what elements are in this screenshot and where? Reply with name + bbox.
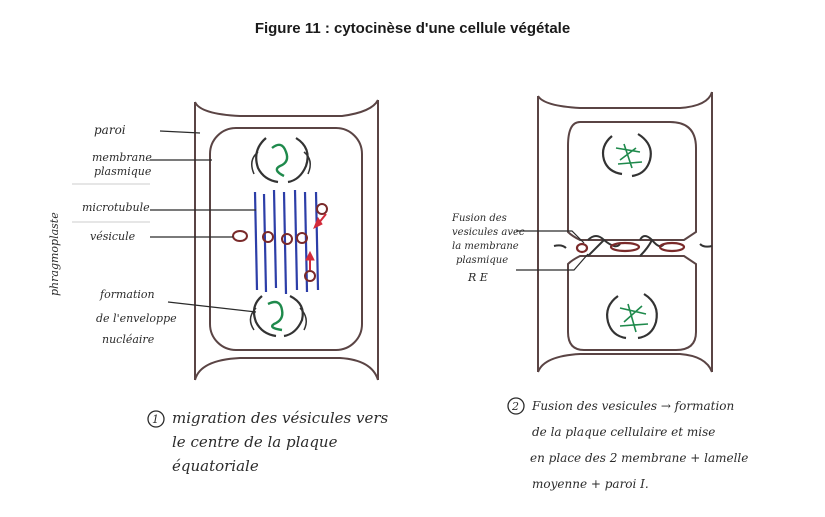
caption-line3: en place des 2 membrane + lamelle <box>530 451 748 465</box>
label-paroi: paroi <box>94 123 126 137</box>
label-vesicule: vésicule <box>90 230 136 243</box>
left-bottom-chromatin <box>267 300 284 332</box>
arrow-head <box>305 250 315 261</box>
left-label-pointers <box>72 130 257 313</box>
arrow-head <box>313 216 323 230</box>
right-bottom-chromatin <box>619 303 649 333</box>
right-top-nucleus <box>601 133 652 178</box>
formation-pointer <box>167 301 257 313</box>
label-phragmoplaste: phragmoplaste <box>48 212 61 296</box>
left-microtubules <box>253 189 320 295</box>
caption-line2: le centre de la plaque <box>172 433 338 451</box>
label-microtubule: microtubule <box>82 201 150 214</box>
caption-line2: de la plaque cellulaire et mise <box>532 425 715 439</box>
microtubule-line <box>262 193 268 293</box>
vesicle <box>232 230 248 242</box>
right-bottom-nucleus <box>606 293 658 340</box>
right-label-pointers <box>516 230 589 271</box>
caption-line1: Fusion des vesicules → formation <box>531 399 734 413</box>
caption-number-circle <box>507 397 525 415</box>
vesicle <box>658 241 686 253</box>
microtubule-line <box>293 189 299 291</box>
label-formation-line3: nucléaire <box>102 333 155 346</box>
vesicle <box>609 241 641 253</box>
caption-line4: moyenne + paroi I. <box>532 477 649 491</box>
label-fusion-line4: plasmique <box>456 255 508 266</box>
label-re: R E <box>467 271 488 284</box>
left-top-chromatin <box>271 143 289 178</box>
label-formation-line1: formation <box>99 288 155 301</box>
caption-number: 1 <box>152 413 159 426</box>
label-membrane-line1: membrane <box>92 151 152 164</box>
fusion-pointer <box>516 230 585 244</box>
vesicle <box>316 203 328 215</box>
left-migration-arrows <box>305 213 327 270</box>
vesicle <box>296 232 308 244</box>
vesicle <box>575 242 589 254</box>
paroi-pointer <box>159 130 201 134</box>
left-cell-membrane <box>209 127 363 351</box>
microtubule-line <box>272 189 278 289</box>
right-fused-vesicles <box>575 241 686 254</box>
vesicle <box>281 233 293 245</box>
left-bottom-nucleus <box>249 295 307 338</box>
label-fusion-line1: Fusion des <box>451 213 507 224</box>
label-fusion-line2: vesicules avec <box>452 227 525 238</box>
caption-number-circle <box>147 410 165 428</box>
right-cell: Fusion des vesicules avec la membrane pl… <box>451 91 748 491</box>
left-cell: paroi membrane plasmique microtubule vés… <box>48 99 389 475</box>
left-top-nucleus <box>251 137 311 184</box>
left-cell-outer-wall <box>194 99 379 381</box>
microtubule-line <box>253 191 259 291</box>
left-vesicles <box>232 203 328 282</box>
vesicle <box>304 270 316 282</box>
caption-number: 2 <box>511 400 519 413</box>
label-fusion-line3: la membrane <box>452 241 519 252</box>
caption-line3: équatoriale <box>172 457 259 475</box>
right-bottom-daughter-membrane <box>567 255 697 351</box>
right-cell-outer-wall <box>537 91 713 373</box>
right-top-daughter-membrane <box>567 121 697 241</box>
vesicle <box>262 231 274 243</box>
page-title: Figure 11 : cytocinèse d'une cellule vég… <box>254 20 571 37</box>
label-membrane-line2: plasmique <box>94 165 152 178</box>
label-formation-line2: de l'enveloppe <box>96 312 177 325</box>
re-pointer <box>516 253 589 271</box>
caption-line1: migration des vésicules vers <box>172 409 389 427</box>
right-top-chromatin <box>615 143 643 169</box>
